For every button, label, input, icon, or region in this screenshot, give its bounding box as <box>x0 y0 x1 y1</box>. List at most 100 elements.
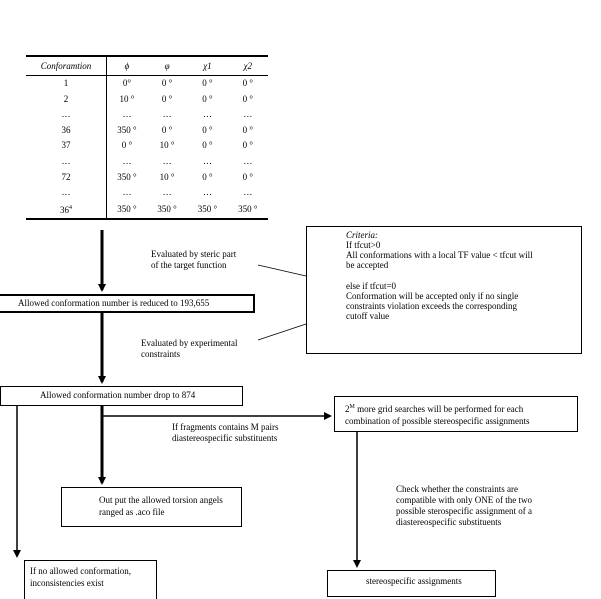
table-row: 364 350 ° 350 ° 350 ° 350 ° <box>26 200 268 221</box>
stereospecific-assignments-box: stereospecific assignments <box>327 570 496 597</box>
inconsistency-line: inconsistencies exist <box>30 578 104 588</box>
table-cell: 0 ° <box>121 140 133 151</box>
table-cell: … <box>122 155 132 166</box>
table-cell: 350 ° <box>146 200 188 221</box>
table-cell: 37 <box>26 138 107 154</box>
table-cell: 0 ° <box>202 124 213 135</box>
table-cell: 0 ° <box>242 93 253 104</box>
criteria-line: else if tfcut=0 <box>346 281 397 291</box>
table-cell: 0 ° <box>242 124 253 135</box>
criteria-spacer <box>346 270 581 281</box>
table-cell: 0 ° <box>161 124 173 135</box>
check-constraints-note: Check whether the constraints are compat… <box>396 484 532 528</box>
table-cell: 350 ° <box>187 200 228 221</box>
conformation-table: Conforamtion ϕ φ χ1 χ2 1 0° 0 ° 0 ° 0 ° … <box>26 55 268 221</box>
table-cell: … <box>162 187 172 198</box>
inconsistency-box: If no allowed conformation, inconsistenc… <box>24 560 157 599</box>
steric-evaluation-note: Evaluated by steric part of the target f… <box>151 249 236 271</box>
stereospecific-text: stereospecific assignments <box>366 576 462 586</box>
table-row: … … … … … <box>26 153 268 170</box>
table-cell: … <box>26 107 107 123</box>
allowed-drop-box: Allowed conformation number drop to 874 <box>0 386 243 406</box>
table-row: 1 0° 0 ° 0 ° 0 ° <box>26 75 268 92</box>
grid-base: 2 <box>345 404 350 414</box>
header-chi2: χ2 <box>227 55 268 76</box>
output-line: Out put the allowed torsion angels <box>99 495 223 505</box>
criteria-line: All conformations with a local TF value … <box>346 250 533 260</box>
table-cell: … <box>162 109 172 120</box>
allowed-reduced-box: Allowed conformation number is reduced t… <box>0 294 255 313</box>
note-line: diastereospecific substituents <box>172 433 278 443</box>
header-chi1: χ1 <box>187 55 228 76</box>
note-line: possible sterospecific assignment of a <box>396 506 532 516</box>
table-row: 37 0 ° 10 ° 0 ° 0 ° <box>26 138 268 154</box>
table-cell: 10 ° <box>159 140 175 151</box>
output-line: ranged as .aco file <box>99 507 165 517</box>
table-cell: 1 <box>26 75 107 92</box>
table-cell: 0 ° <box>202 93 213 104</box>
note-line: Check whether the constraints are <box>396 484 518 494</box>
table-cell-last-id: 364 <box>26 200 107 221</box>
table-cell: 36 <box>26 122 107 139</box>
table-cell: 350 ° <box>106 200 147 221</box>
table-cell: … <box>202 109 212 120</box>
note-line: of the target function <box>151 260 227 270</box>
last-id-exponent: 4 <box>69 204 72 211</box>
note-line: If fragments contains M pairs <box>172 422 279 432</box>
note-line: diastereospecific substituents <box>396 517 502 527</box>
criteria-box: Criteria: If tfcut>0 All conformations w… <box>306 226 582 354</box>
table-row: … … … … … <box>26 107 268 123</box>
grid-text: more grid searches will be performed for… <box>354 404 524 414</box>
callout-experimental-to-criteria <box>257 323 307 341</box>
table-cell: 0 ° <box>202 140 213 151</box>
note-line: compatible with only ONE of the two <box>396 495 532 505</box>
table-row: 2 10 ° 0 ° 0 ° 0 ° <box>26 91 268 108</box>
table-cell: … <box>202 187 212 198</box>
table-cell: … <box>162 155 172 166</box>
header-varphi: φ <box>146 55 188 76</box>
callout-steric-to-criteria <box>257 264 307 277</box>
table-cell: 0 ° <box>161 93 173 104</box>
table-cell: 0 ° <box>202 78 213 88</box>
grid-search-line: 2M more grid searches will be performed … <box>345 401 577 415</box>
table-cell: … <box>26 153 107 170</box>
table-row: … … … … … <box>26 185 268 201</box>
table-row: 72 350 ° 10 ° 0 ° 0 ° <box>26 169 268 186</box>
table-cell: … <box>26 185 107 201</box>
grid-search-line: combination of possible stereospecific a… <box>345 416 530 426</box>
header-phi: ϕ <box>106 55 147 76</box>
table-cell: 0 ° <box>161 78 173 88</box>
table-header-row: Conforamtion ϕ φ χ1 χ2 <box>26 55 268 76</box>
grid-exponent: M <box>349 404 355 410</box>
table-cell: 10 ° <box>159 171 175 182</box>
note-line: Evaluated by steric part <box>151 249 237 259</box>
table-cell: … <box>122 187 132 198</box>
criteria-line: constraints violation exceeds the corres… <box>346 301 517 311</box>
table-cell: … <box>243 109 253 120</box>
criteria-line: cutoff value <box>346 311 390 321</box>
allowed-reduced-text: Allowed conformation number is reduced t… <box>18 298 210 308</box>
criteria-line: Conformation will be accepted only if no… <box>346 291 519 301</box>
table-cell: 0 ° <box>242 171 253 182</box>
table-cell: … <box>122 109 132 120</box>
allowed-drop-text: Allowed conformation number drop to 874 <box>40 390 196 400</box>
table-cell: 0 ° <box>202 171 213 182</box>
last-id: 36 <box>60 204 69 215</box>
table-cell: … <box>202 155 212 166</box>
criteria-line: be accepted <box>346 260 389 270</box>
grid-search-box: 2M more grid searches will be performed … <box>334 396 578 432</box>
table-cell: 10 ° <box>119 93 135 104</box>
note-line: Evaluated by experimental <box>141 338 238 348</box>
table-cell: 0 ° <box>242 140 253 151</box>
table-cell: … <box>243 187 253 198</box>
table-cell: 72 <box>26 169 107 186</box>
table-cell: 350 ° <box>227 200 268 221</box>
table-cell: 2 <box>26 91 107 108</box>
table-cell: 350 ° <box>117 124 137 135</box>
table-row: 36 350 ° 0 ° 0 ° 0 ° <box>26 122 268 139</box>
criteria-title: Criteria: <box>346 230 379 240</box>
note-line: constraints <box>141 349 180 359</box>
experimental-evaluation-note: Evaluated by experimental constraints <box>141 338 237 360</box>
table-cell: 0° <box>122 78 131 88</box>
